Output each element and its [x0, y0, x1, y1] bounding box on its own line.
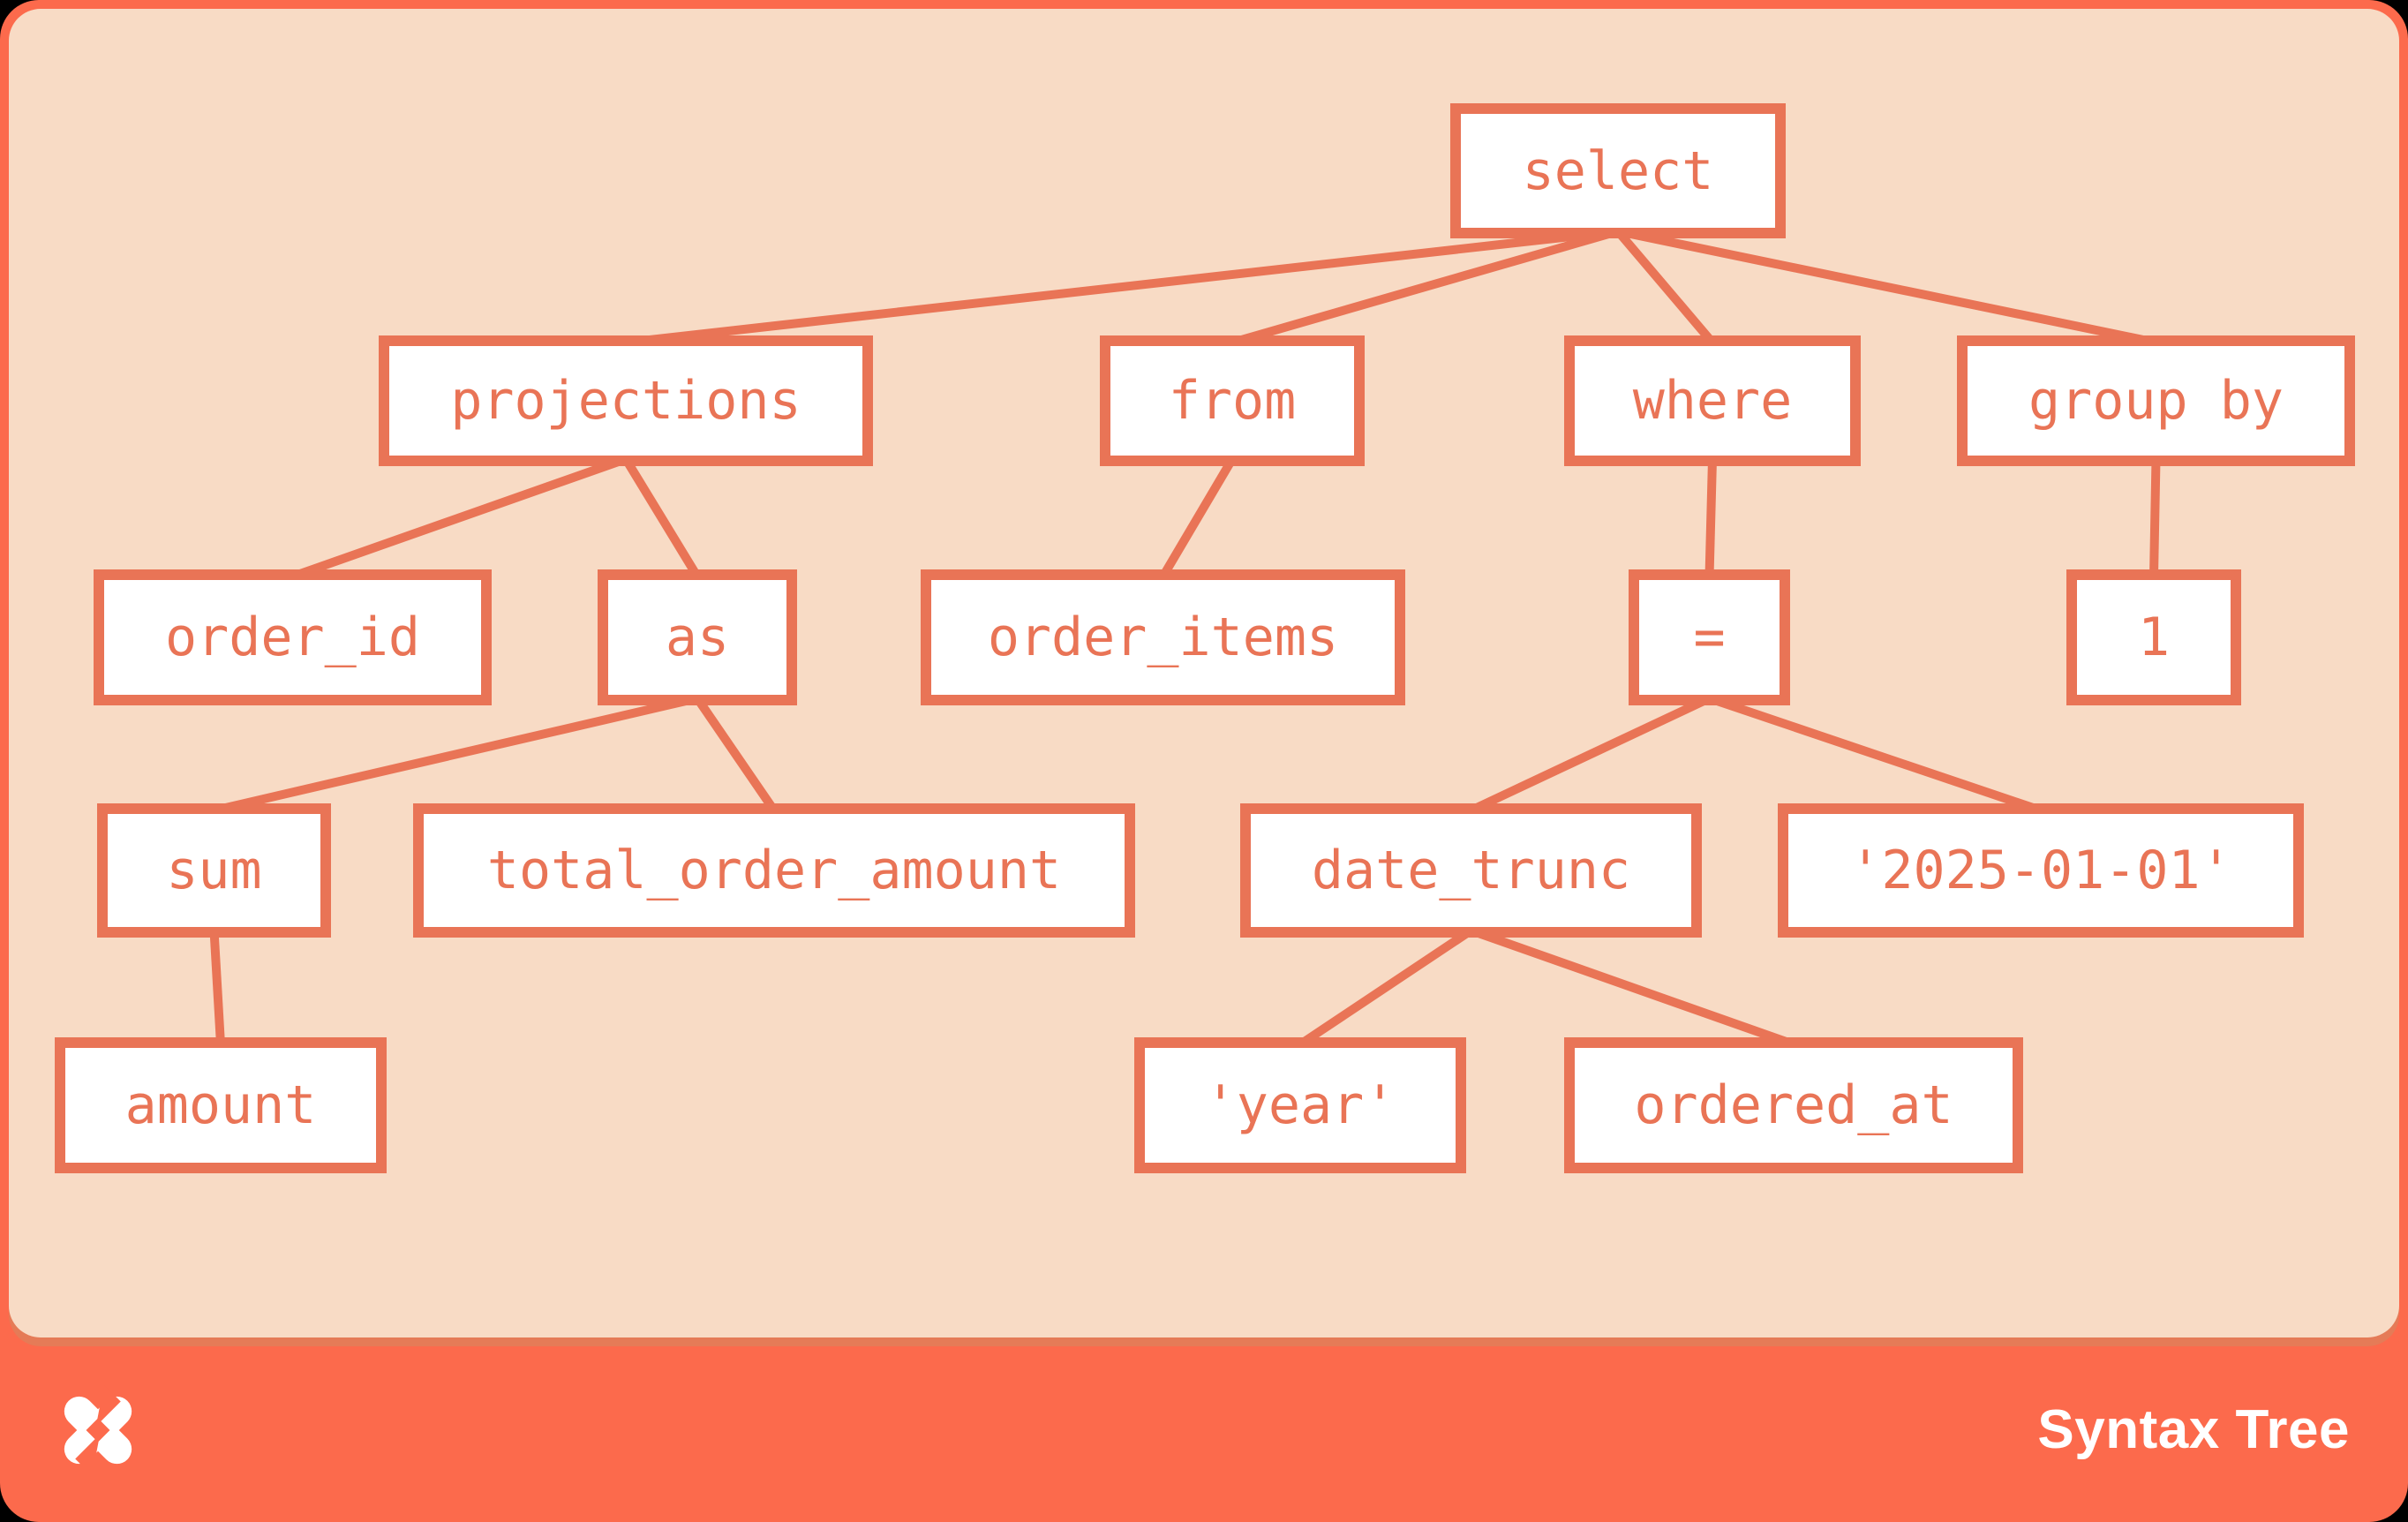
tree-node-amount: amount: [55, 1037, 387, 1173]
tree-node-where: where: [1564, 335, 1861, 466]
tree-node-one: 1: [2066, 569, 2241, 705]
tree-node-group_by: group by: [1957, 335, 2355, 466]
tree-node-order_id: order_id: [94, 569, 492, 705]
tree-node-total_order_amount: total_order_amount: [413, 803, 1135, 938]
tree-node-date_literal: '2025-01-01': [1778, 803, 2304, 938]
tree-node-order_items: order_items: [921, 569, 1405, 705]
tree-node-date_trunc: date_trunc: [1240, 803, 1702, 938]
tree-node-from: from: [1100, 335, 1365, 466]
tree-node-as: as: [598, 569, 797, 705]
tree-node-year_literal: 'year': [1134, 1037, 1466, 1173]
tree-node-eq: =: [1629, 569, 1790, 705]
footer-bar: Syntax Tree: [0, 1337, 2408, 1522]
tree-node-ordered_at: ordered_at: [1564, 1037, 2023, 1173]
tree-node-projections: projections: [379, 335, 873, 466]
dagster-star-logo-icon: [64, 1383, 132, 1476]
tree-node-sum: sum: [97, 803, 331, 938]
footer-title: Syntax Tree: [2037, 1399, 2350, 1460]
tree-node-select: select: [1450, 103, 1786, 238]
